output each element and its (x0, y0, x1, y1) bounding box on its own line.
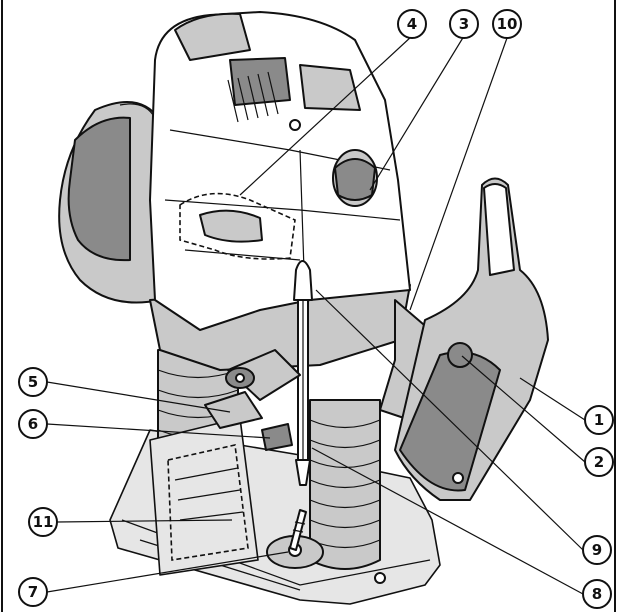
svg-text:10: 10 (497, 15, 518, 33)
right-handle (394, 177, 549, 501)
depth-stop-block (261, 423, 293, 451)
right-bellows (309, 399, 381, 570)
svg-text:4: 4 (407, 15, 417, 33)
callout-6: 6 (18, 409, 48, 439)
callout-5: 5 (18, 367, 48, 397)
svg-text:1: 1 (594, 411, 604, 429)
svg-text:8: 8 (592, 585, 602, 603)
svg-text:2: 2 (594, 453, 604, 471)
callout-7: 7 (18, 577, 48, 607)
depth-lock-knob (225, 349, 301, 401)
svg-text:9: 9 (592, 541, 602, 559)
callout-4: 4 (397, 9, 427, 39)
svg-text:5: 5 (28, 373, 38, 391)
svg-text:7: 7 (28, 583, 38, 601)
chip-guard (149, 417, 259, 576)
left-handle (58, 101, 161, 304)
callout-11: 11 (28, 507, 58, 537)
callout-3: 3 (449, 9, 479, 39)
callout-9: 9 (582, 535, 612, 565)
motor-housing (149, 11, 411, 331)
callout-2: 2 (584, 447, 614, 477)
depth-stop-screw (266, 509, 324, 569)
callout-10: 10 (492, 9, 522, 39)
svg-text:3: 3 (459, 15, 469, 33)
callout-1: 1 (584, 405, 614, 435)
router-bit (295, 459, 311, 486)
callout-8: 8 (582, 579, 612, 609)
svg-text:11: 11 (33, 513, 54, 531)
router-illustration (58, 11, 549, 605)
leader-lines (46, 35, 586, 595)
plunge-lock-lever (204, 391, 263, 429)
svg-text:6: 6 (28, 415, 38, 433)
